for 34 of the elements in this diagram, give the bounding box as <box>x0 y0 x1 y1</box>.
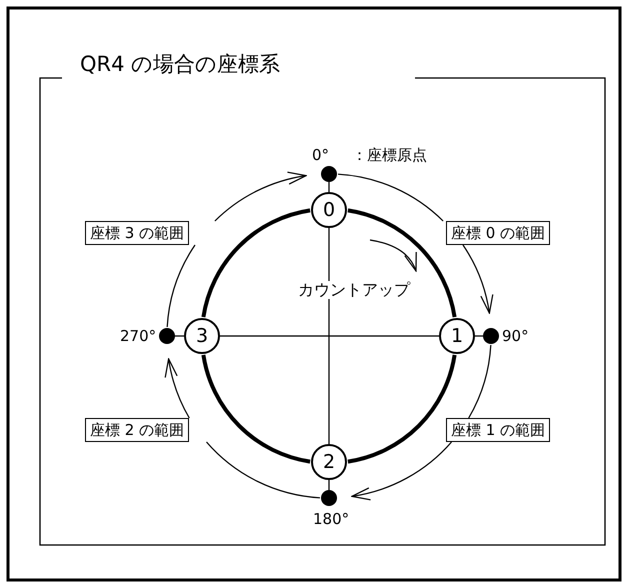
point-marker <box>321 490 337 506</box>
circle-arc <box>347 354 457 464</box>
arc-line <box>468 344 492 418</box>
arc-arrow <box>351 442 452 500</box>
range-label: 座標 2 の範囲 <box>85 418 190 442</box>
arc-arrow <box>462 244 492 314</box>
connector-line <box>328 228 330 444</box>
numbered-circle: 3 <box>184 318 220 354</box>
diagram-title: QR4 の場合の座標系 <box>80 51 280 77</box>
point-marker <box>321 166 337 182</box>
range-label: 座標 1 の範囲 <box>446 418 550 442</box>
range-label: 座標 0 の範囲 <box>446 221 550 245</box>
connector-line <box>328 182 330 192</box>
point-marker <box>483 328 499 344</box>
numbered-circle: 2 <box>311 444 347 480</box>
arc-arrow <box>166 358 190 418</box>
range-label: 座標 3 の範囲 <box>85 221 190 245</box>
angle-label: 180° <box>313 510 350 528</box>
point-marker <box>159 328 175 344</box>
connector-line <box>328 480 330 490</box>
connector-line <box>220 335 439 337</box>
arc-line <box>166 244 196 328</box>
angle-label: 90° <box>502 327 529 345</box>
arc-line <box>338 174 444 222</box>
circle-arc <box>201 208 311 318</box>
angle-label: 0° <box>312 146 330 164</box>
note-text: ：座標原点 <box>352 146 427 164</box>
arc-arrow <box>214 172 307 222</box>
arc-line <box>206 442 320 498</box>
numbered-circle: 0 <box>311 192 347 228</box>
circle-arc <box>347 208 457 318</box>
circle-arc <box>201 354 311 464</box>
angle-label: 270° <box>120 327 156 345</box>
numbered-circle: 1 <box>439 318 475 354</box>
